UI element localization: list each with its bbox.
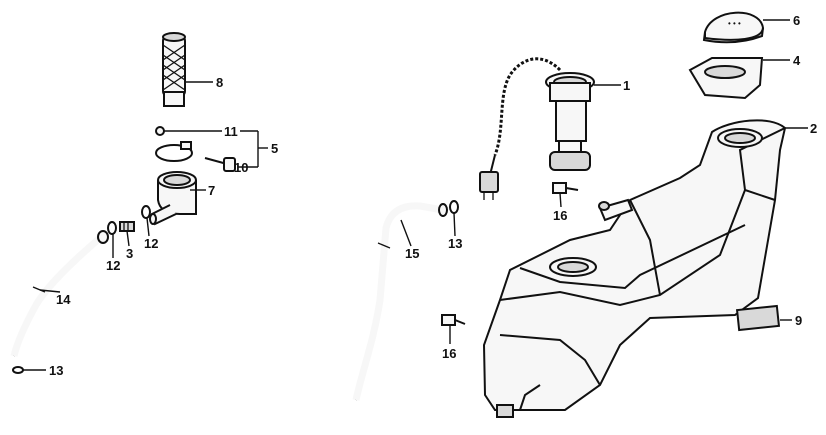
label-5: 5 [271,141,278,156]
label-13-right: 13 [448,236,462,251]
part-10-bolt [204,157,236,172]
label-1: 1 [623,78,630,93]
label-11: 11 [224,124,238,139]
part-11-nut [155,126,165,136]
svg-text:• • •: • • • [728,19,741,28]
label-12-right: 12 [144,236,158,251]
part-1-fuel-unit [479,57,595,200]
label-4: 4 [793,53,801,68]
label-16-upper: 16 [553,208,567,223]
label-14: 14 [56,292,71,307]
part-16-bolt-lower [441,314,466,326]
part-3-nipple [119,221,135,232]
part-14-drain-hose [10,230,109,357]
label-3: 3 [126,246,133,261]
part-8-strainer [162,32,186,107]
label-15: 15 [405,246,419,261]
part-numbers: 8 11 5 10 7 12 3 12 14 13 15 13 1 16 16 … [49,13,817,378]
part-5-clamp [155,141,193,162]
part-9-label [735,304,781,332]
part-7-filler-elbow [149,171,197,226]
label-12-left: 12 [106,258,120,273]
part-12-clip-right [141,205,151,219]
part-4-holder [688,57,764,100]
part-16-bolt-upper [552,182,579,194]
label-9: 9 [795,313,802,328]
label-8: 8 [216,75,223,90]
part-6-cap: • • • [702,11,765,44]
label-7: 7 [208,183,215,198]
label-13-left: 13 [49,363,63,378]
label-6: 6 [793,13,800,28]
part-2-tank [482,119,787,418]
part-15-breather-hose [352,202,448,401]
part-13-clip-right [449,200,459,214]
part-12-clip-left [107,221,117,235]
label-16-lower: 16 [442,346,456,361]
label-2: 2 [810,121,817,136]
label-10: 10 [234,160,248,175]
leader-lines [23,19,808,371]
part-13-clip-left [12,366,24,374]
